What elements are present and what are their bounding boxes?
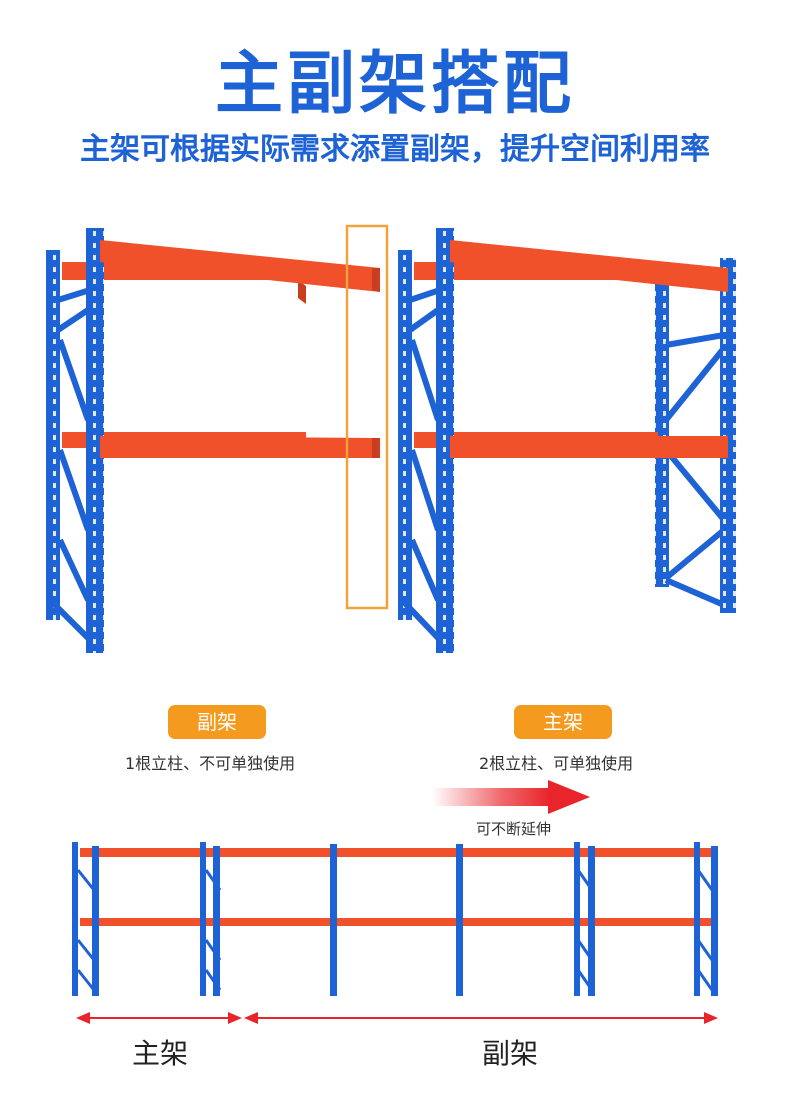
long-rack-beam-top <box>80 848 716 857</box>
sub-frame-badge: 副架 <box>168 705 266 739</box>
left-rack-front-beam-bottom <box>100 436 380 458</box>
sub-frame-span-arrow <box>244 1012 718 1024</box>
extend-arrow <box>432 780 590 814</box>
bottom-sub-label: 副架 <box>482 1037 539 1070</box>
page-title: 主副架搭配 <box>214 45 575 124</box>
left-rack-bracing <box>47 287 93 643</box>
missing-upright-highlight <box>345 224 389 610</box>
long-rack <box>72 842 718 996</box>
main-frame-badge: 主架 <box>514 705 612 739</box>
bottom-main-label: 主架 <box>132 1037 189 1070</box>
extend-label: 可不断延伸 <box>476 820 552 838</box>
left-rack <box>46 228 380 653</box>
page-subtitle: 主架可根据实际需求添置副架，提升空间利用率 <box>80 132 710 167</box>
long-rack-beam-bottom <box>80 918 716 926</box>
left-rack-front-beam-top <box>100 240 380 292</box>
sub-frame-description: 1根立柱、不可单独使用 <box>125 754 296 773</box>
main-frame-span-arrow <box>76 1012 242 1024</box>
main-frame-description: 2根立柱、可单独使用 <box>479 754 634 773</box>
right-rack <box>398 228 736 653</box>
